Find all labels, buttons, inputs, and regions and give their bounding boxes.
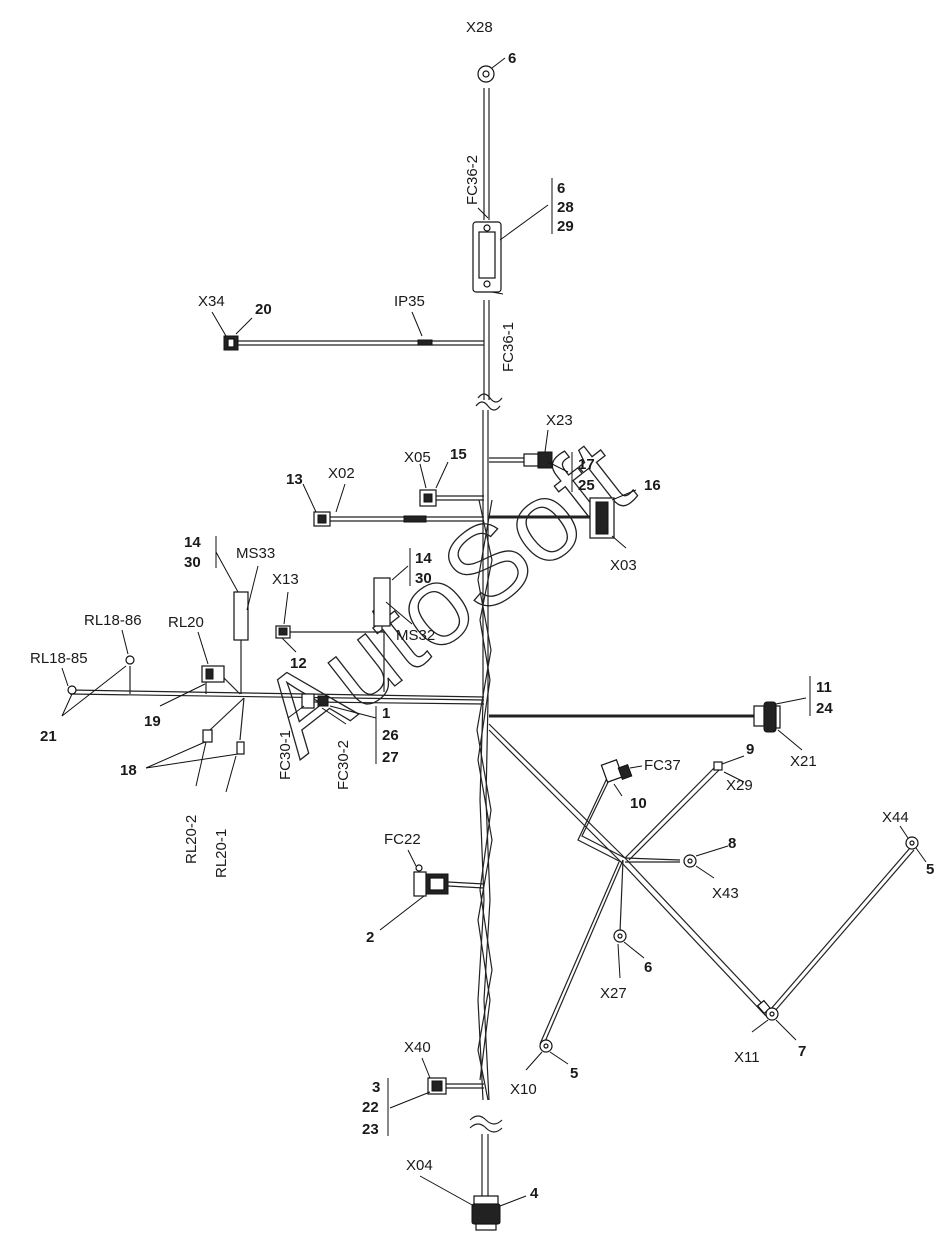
callout-6-top: 6 (508, 50, 516, 67)
callout-16: 16 (644, 477, 661, 494)
connector-x44: X44 5 (882, 809, 934, 878)
connector-x40: X40 3 22 23 (362, 1039, 484, 1138)
label-x40: X40 (404, 1039, 431, 1056)
main-trunk (469, 88, 503, 1200)
callout-4: 4 (530, 1185, 539, 1202)
callout-11: 11 (816, 679, 832, 696)
branch-x05: X05 15 (404, 446, 484, 507)
label-x02: X02 (328, 465, 355, 482)
connector-x27: 6 X27 (600, 929, 652, 1002)
label-fc36-2: FC36-2 (464, 155, 481, 205)
callout-12: 12 (290, 655, 307, 672)
label-fc30-2: FC30-2 (335, 740, 352, 790)
callout-26: 26 (382, 727, 399, 744)
callout-10: 10 (630, 795, 647, 812)
callout-23: 23 (362, 1121, 379, 1138)
branch-left (69, 666, 485, 741)
relay-rl20: RL20 19 (144, 614, 225, 730)
branch-x13: X13 12 (272, 571, 385, 692)
callout-14-ms33: 14 (184, 534, 201, 551)
callout-21: 21 (40, 728, 57, 745)
connector-x10: 5 X10 (510, 1039, 578, 1098)
callout-2: 2 (366, 929, 374, 946)
splice-fc30: FC30-1 FC30-2 1 26 27 (277, 705, 399, 790)
label-ms32: MS32 (396, 627, 435, 644)
label-x21: X21 (790, 753, 817, 770)
callout-28-fc36: 28 (557, 199, 574, 216)
connector-x43: 8 X43 (683, 835, 739, 902)
label-x44: X44 (882, 809, 909, 826)
callout-27: 27 (382, 749, 399, 766)
label-x23: X23 (546, 412, 573, 429)
splice-fc36: 6 28 29 FC36-2 FC36-1 (464, 155, 574, 372)
callout-8: 8 (728, 835, 736, 852)
callout-24: 24 (816, 700, 833, 717)
label-ms33: MS33 (236, 545, 275, 562)
label-x34: X34 (198, 293, 225, 310)
branch-ms33: 14 30 MS33 (184, 534, 275, 694)
connector-fc22: FC22 2 (366, 831, 485, 946)
callout-30-ms33: 30 (184, 554, 201, 571)
label-x28: X28 (466, 19, 493, 36)
connector-x29: 9 X29 (713, 741, 754, 794)
label-x03: X03 (610, 557, 637, 574)
callout-30-ms32: 30 (415, 570, 432, 587)
callout-22: 22 (362, 1099, 379, 1116)
branch-x03: 16 X03 (489, 477, 661, 574)
branch-x02: X02 13 (286, 465, 484, 527)
connector-x04: X04 4 (406, 1157, 539, 1231)
callout-9: 9 (746, 741, 754, 758)
splice-fc37: FC37 10 (600, 757, 681, 812)
branch-x23: X23 17 25 (489, 412, 595, 494)
callout-18: 18 (120, 762, 137, 779)
label-fc37: FC37 (644, 757, 681, 774)
callout-7: 7 (798, 1043, 806, 1060)
label-x13: X13 (272, 571, 299, 588)
branch-x34: X34 20 IP35 (198, 293, 484, 351)
callout-6-fc36: 6 (557, 180, 565, 197)
label-rl18-86: RL18-86 (84, 612, 142, 629)
callout-25: 25 (578, 477, 595, 494)
label-x04: X04 (406, 1157, 433, 1174)
label-x29: X29 (726, 777, 753, 794)
callout-15: 15 (450, 446, 467, 463)
connector-x28: X28 6 (466, 19, 516, 83)
label-x10: X10 (510, 1081, 537, 1098)
label-x11: X11 (734, 1049, 760, 1066)
callout-14-ms32: 14 (415, 550, 432, 567)
label-fc22: FC22 (384, 831, 421, 848)
callout-19: 19 (144, 713, 161, 730)
callout-20: 20 (255, 301, 272, 318)
callout-1: 1 (382, 705, 390, 722)
label-x05: X05 (404, 449, 431, 466)
callout-3: 3 (372, 1079, 380, 1096)
callout-6-mid: 6 (644, 959, 652, 976)
branch-x21: 11 24 X21 (489, 676, 833, 770)
callout-5-left: 5 (570, 1065, 578, 1082)
label-rl20: RL20 (168, 614, 204, 631)
label-rl18-85: RL18-85 (30, 650, 88, 667)
relay-rl18: RL18-86 RL18-85 21 (30, 612, 142, 745)
callout-29-fc36: 29 (557, 218, 574, 235)
branch-ms32: 14 30 MS32 (373, 548, 435, 644)
label-rl20-2: RL20-2 (183, 815, 200, 864)
label-fc36-1: FC36-1 (500, 322, 517, 372)
label-rl20-1: RL20-1 (213, 829, 230, 878)
label-x27: X27 (600, 985, 627, 1002)
connector-x11: 7 X11 (734, 999, 806, 1066)
label-fc30-1: FC30-1 (277, 730, 294, 780)
callout-5-right: 5 (926, 861, 934, 878)
label-ip35: IP35 (394, 293, 425, 310)
callout-13: 13 (286, 471, 303, 488)
branch-lower-right (488, 723, 915, 1045)
label-x43: X43 (712, 885, 739, 902)
relay-rl20-terminals: 18 RL20-2 RL20-1 (120, 729, 245, 878)
callout-17: 17 (578, 456, 595, 473)
